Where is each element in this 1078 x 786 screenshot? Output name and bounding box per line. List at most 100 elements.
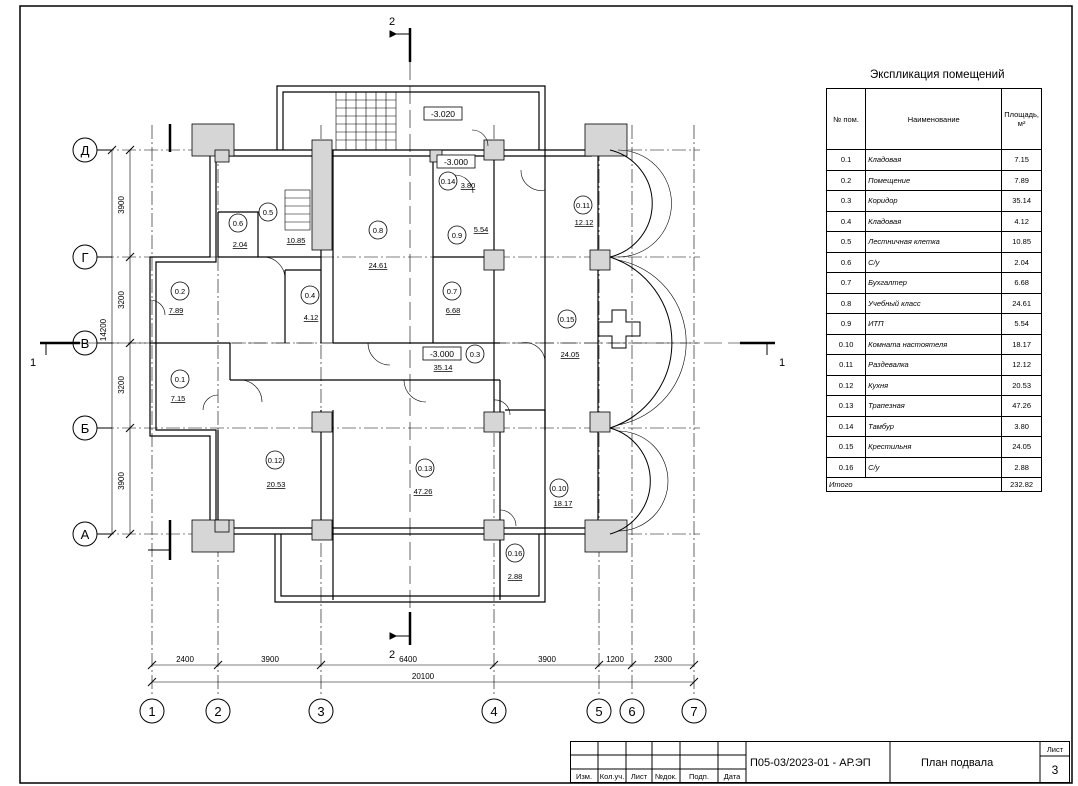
room-area: 7.89: [169, 306, 184, 315]
axis-col-1: 1: [148, 704, 155, 719]
schedule-room-number: 0.13: [825, 395, 867, 417]
room-area: 18.17: [554, 499, 573, 508]
schedule-room-name: Лестничная клетка: [865, 231, 1003, 253]
room-number: 0.5: [263, 208, 273, 217]
header-area: Площадь, м²: [1001, 88, 1042, 150]
doors: [149, 129, 546, 527]
schedule-room-area: 7.15: [1001, 149, 1042, 171]
axis-col-7: 7: [690, 704, 697, 719]
schedule-room-name: Трапезная: [865, 395, 1003, 417]
room-tag-circle: [170, 281, 190, 301]
room-number: 0.15: [560, 315, 575, 324]
schedule-room-number: 0.2: [825, 169, 867, 191]
schedule-room-number: 0.10: [825, 333, 867, 355]
level-mark-corridor: -3.000: [430, 349, 454, 359]
schedule-room-area: 24.61: [1001, 292, 1042, 314]
axis-labels: Д Г В Б А 1 2 3 4 5 6 7: [81, 143, 698, 719]
header-name: Наименование: [865, 88, 1003, 150]
room-number: 0.16: [508, 549, 523, 558]
schedule-room-area: 6.68: [1001, 272, 1042, 294]
dim-bottom-1: 2400: [176, 655, 194, 664]
room-tag-circle: [170, 369, 190, 389]
schedule-room-area: 10.85: [1001, 231, 1042, 253]
room-tag-circle: [258, 202, 278, 222]
schedule-room-name: С/у: [865, 456, 1003, 478]
room-tag-circle: [505, 543, 525, 563]
axis-row-v: В: [81, 336, 90, 351]
total-value: 232.82: [1001, 477, 1042, 492]
room-area: 20.53: [267, 480, 286, 489]
stamp-sheet-number: 3: [1052, 763, 1059, 777]
room-number: 0.11: [576, 201, 590, 210]
room-number: 0.3: [470, 350, 480, 359]
room-tags: 0.17.150.27.890.335.140.44.120.510.850.6…: [169, 171, 594, 581]
room-area: 5.54: [474, 225, 489, 234]
axis-col-5: 5: [595, 704, 602, 719]
dim-left-1: 3900: [117, 196, 126, 214]
schedule-room-name: Коридор: [865, 190, 1003, 212]
schedule-room-number: 0.14: [825, 415, 867, 437]
dimension-lines: [111, 150, 694, 683]
schedule-room-name: Кладовая: [865, 210, 1003, 232]
axis-row-d: Д: [81, 143, 90, 158]
schedule-room-area: 35.14: [1001, 190, 1042, 212]
room-area: 2.04: [233, 240, 248, 249]
schedule-room-name: С/у: [865, 251, 1003, 273]
room-number: 0.6: [233, 219, 243, 228]
room-number: 0.1: [175, 375, 185, 384]
room-tag-circle: [549, 478, 569, 498]
room-area: 4.12: [304, 313, 319, 322]
section-mark-bottom: 2: [389, 649, 395, 661]
axis-col-2: 2: [214, 704, 221, 719]
schedule-room-name: Раздевалка: [865, 354, 1003, 376]
room-number: 0.10: [552, 484, 567, 493]
schedule-room-name: Комната настоятеля: [865, 333, 1003, 355]
room-area: 10.85: [287, 236, 306, 245]
axis-row-g: Г: [81, 250, 88, 265]
section-mark-top: 2: [389, 16, 395, 28]
room-tag-circle: [228, 213, 248, 233]
room-tag-circle: [442, 281, 462, 301]
room-number: 0.13: [418, 464, 433, 473]
room-area: 47.26: [414, 487, 433, 496]
dim-bottom-5: 1200: [606, 655, 624, 664]
dim-left-3: 3200: [117, 376, 126, 394]
room-number: 0.9: [452, 231, 462, 240]
dim-bottom-6: 2300: [654, 655, 672, 664]
axis-col-3: 3: [317, 704, 324, 719]
room-number: 0.12: [268, 456, 283, 465]
header-number: № пом.: [825, 88, 867, 150]
dim-left-2: 3200: [117, 291, 126, 309]
dim-left-total: 14200: [99, 318, 108, 341]
schedule-room-number: 0.12: [825, 374, 867, 396]
axis-col-6: 6: [628, 704, 635, 719]
room-area: 12.12: [575, 218, 594, 227]
room-area: 7.15: [171, 394, 186, 403]
schedule-header-row: № пом. Наименование Площадь, м²: [825, 88, 1042, 150]
room-number: 0.2: [175, 287, 185, 296]
schedule-room-number: 0.15: [825, 436, 867, 458]
schedule-room-name: Помещение: [865, 169, 1003, 191]
schedule-room-number: 0.11: [825, 354, 867, 376]
schedule-room-area: 4.12: [1001, 210, 1042, 232]
schedule-room-number: 0.9: [825, 313, 867, 335]
schedule-room-number: 0.7: [825, 272, 867, 294]
schedule-room-area: 18.17: [1001, 333, 1042, 355]
room-tag-circle: [447, 225, 467, 245]
level-mark-top: -3.020: [431, 109, 455, 119]
schedule-room-area: 7.89: [1001, 169, 1042, 191]
stamp-col-data: Дата: [724, 772, 741, 781]
dim-bottom-4: 3900: [538, 655, 556, 664]
schedule-room-area: 47.26: [1001, 395, 1042, 417]
room-area: 24.61: [369, 261, 388, 270]
axis-row-b: Б: [81, 421, 90, 436]
room-tag-circle: [368, 220, 388, 240]
room-tag-circle: [300, 285, 320, 305]
